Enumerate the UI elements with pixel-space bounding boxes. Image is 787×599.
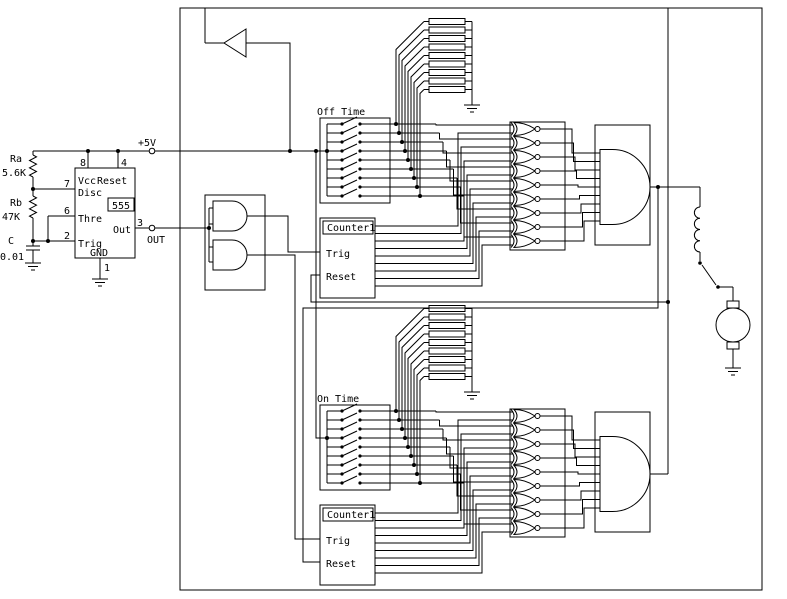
pin-out-label: Out: [113, 225, 131, 236]
on-compare-and-gate: [594, 411, 651, 533]
on-time-dip-switch: [319, 403, 391, 491]
on-resistor-network: [395, 305, 480, 483]
clock-and-gate-pair: [204, 194, 266, 291]
off-comparator-xnor-array: [507, 121, 566, 251]
r1-name-label: Ra: [10, 154, 22, 165]
r1-value-label: 5.6K: [2, 168, 26, 179]
pin-vcc-label: Vcc: [78, 176, 96, 187]
off-time-dip-switch: [319, 116, 391, 204]
off-counter-block: [319, 217, 376, 299]
ic-555-label: 555: [112, 201, 130, 212]
on-counter-block: [319, 504, 376, 586]
pin2-number: 2: [64, 231, 70, 242]
on-reset-label: Reset: [326, 559, 356, 570]
pin1-number: 1: [104, 263, 110, 274]
c-value-label: 0.01: [0, 252, 24, 263]
off-reset-label: Reset: [326, 272, 356, 283]
off-compare-and-gate: [594, 124, 651, 246]
off-time-title: Off Time: [317, 107, 365, 118]
timer-555-circuit: [25, 147, 329, 287]
on-trig-label: Trig: [326, 536, 350, 547]
r2-name-label: Rb: [10, 198, 22, 209]
pin8-number: 8: [80, 158, 86, 169]
c-name-label: C: [8, 236, 14, 247]
pin6-number: 6: [64, 206, 70, 217]
off-counter-name: Counter1: [327, 223, 375, 234]
r2-value-label: 47K: [2, 212, 20, 223]
labels: Ra 5.6K Rb 47K C 0.01 +5V OUT 8 4 7 6 2 …: [0, 107, 375, 570]
pin-thre-label: Thre: [78, 214, 102, 225]
off-trig-label: Trig: [326, 249, 350, 260]
off-resistor-network: [395, 18, 480, 196]
on-time-title: On Time: [317, 394, 359, 405]
pin7-number: 7: [64, 179, 70, 190]
pin-trig-label: Trig: [78, 239, 102, 250]
pin-reset-label: Reset: [97, 176, 127, 187]
on-counter-name: Counter1: [327, 510, 375, 521]
on-comparator-xnor-array: [507, 408, 566, 538]
pin3-number: 3: [137, 218, 143, 229]
power-terminal-label: +5V: [138, 138, 156, 149]
out-terminal-label: OUT: [147, 235, 165, 246]
relay-motor-circuit: [693, 187, 751, 376]
outer-frame: [179, 7, 763, 591]
pin-disc-label: Disc: [78, 188, 102, 199]
pin-gnd-label: GND: [90, 248, 108, 259]
buffer-gate: [204, 8, 291, 151]
pin4-number: 4: [121, 158, 127, 169]
